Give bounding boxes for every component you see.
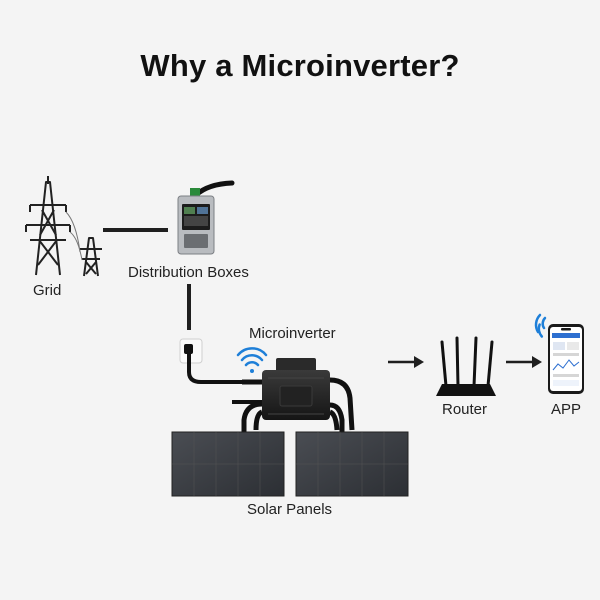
transmission-tower-icon bbox=[25, 176, 102, 277]
wall-socket-icon bbox=[179, 338, 242, 384]
solar-panel-icon bbox=[171, 431, 409, 497]
distribution-box-icon bbox=[177, 180, 235, 255]
microinverter-icon bbox=[232, 358, 355, 432]
distribution-boxes-label: Distribution Boxes bbox=[128, 264, 249, 281]
microinverter-label: Microinverter bbox=[249, 325, 336, 342]
wifi-icon bbox=[534, 313, 547, 338]
arrow-right-icon bbox=[506, 356, 542, 368]
wifi-icon bbox=[236, 347, 268, 373]
router-icon bbox=[436, 336, 496, 396]
solar-panels-label: Solar Panels bbox=[247, 501, 333, 518]
smartphone-icon bbox=[548, 324, 584, 394]
app-label: APP bbox=[551, 401, 582, 418]
arrow-right-icon bbox=[388, 356, 424, 368]
grid-label: Grid bbox=[33, 282, 62, 299]
page-title: Why a Microinverter? bbox=[140, 48, 460, 83]
router-label: Router bbox=[442, 401, 488, 418]
